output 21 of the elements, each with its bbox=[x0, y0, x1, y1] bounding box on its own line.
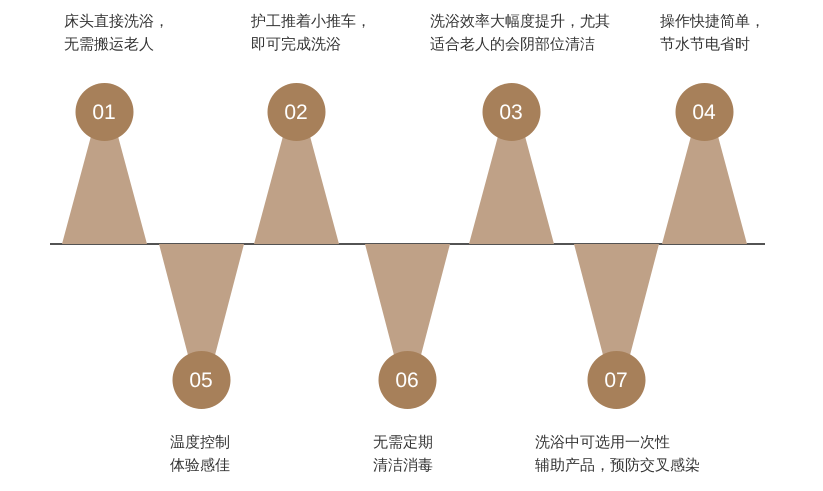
feature-caption: 温度控制体验感佳 bbox=[170, 433, 230, 476]
pin-marker bbox=[468, 83, 554, 244]
step-number: 03 bbox=[499, 102, 523, 122]
feature-caption: 洗浴中可选用一次性辅助产品，预防交叉感染 bbox=[535, 433, 700, 476]
pin-marker bbox=[364, 244, 450, 409]
step-number: 02 bbox=[284, 102, 308, 122]
feature-caption: 床头直接洗浴，无需搬运老人 bbox=[64, 12, 169, 55]
feature-caption: 无需定期清洁消毒 bbox=[373, 433, 433, 476]
pin-marker bbox=[662, 83, 746, 244]
step-number: 01 bbox=[92, 102, 116, 122]
step-number: 07 bbox=[604, 370, 628, 390]
feature-caption: 洗浴效率大幅度提升，尤其适合老人的会阴部位清洁 bbox=[430, 12, 610, 55]
pin-marker bbox=[574, 244, 658, 409]
feature-caption: 操作快捷简单，节水节电省时 bbox=[660, 12, 765, 55]
pin-marker bbox=[158, 244, 244, 409]
step-number: 04 bbox=[692, 102, 716, 122]
pin-marker bbox=[62, 83, 146, 244]
pin-marker bbox=[254, 83, 338, 244]
step-number: 05 bbox=[189, 370, 213, 390]
feature-caption: 护工推着小推车，即可完成洗浴 bbox=[251, 12, 371, 55]
step-number: 06 bbox=[395, 370, 419, 390]
